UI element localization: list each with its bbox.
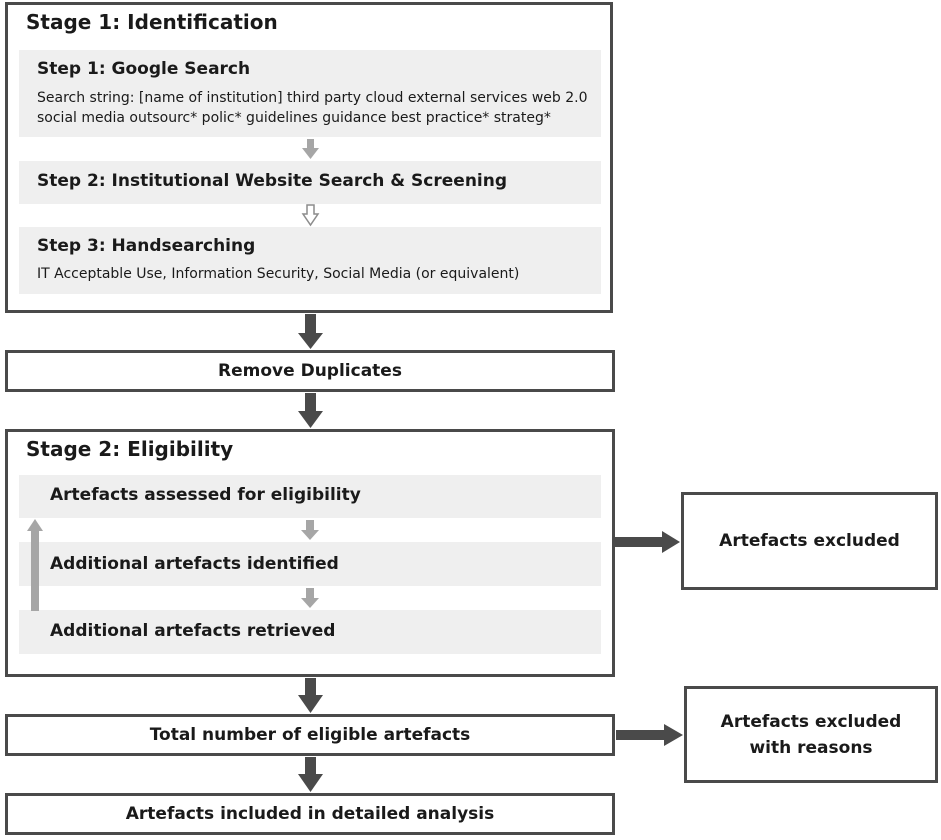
arrow-assessed-to-identified: [301, 520, 319, 540]
step1-panel: [19, 50, 601, 137]
step2-title: Step 2: Institutional Website Search & S…: [37, 171, 508, 191]
remove-duplicates-label: Remove Duplicates: [218, 361, 402, 381]
arrow-stage1-to-duplicates: [298, 314, 323, 349]
included-label: Artefacts included in detailed analysis: [125, 804, 495, 824]
step1-search-string-cont: social media outsourc* polic* guidelines…: [37, 110, 551, 126]
excluded-with-reasons-box: Artefacts excluded with reasons: [684, 686, 938, 783]
eligibility-item-panel: [19, 542, 601, 586]
eligibility-item-retrieved: Additional artefacts retrieved: [50, 621, 336, 641]
excluded-reasons-line1: Artefacts excluded: [720, 711, 902, 732]
total-eligible-label: Total number of eligible artefacts: [149, 725, 471, 745]
eligibility-item-panel: [19, 475, 601, 518]
arrow-step1-to-step2: [302, 139, 319, 159]
arrow-stage2-to-excluded: [615, 531, 680, 553]
step1-title: Step 1: Google Search: [37, 59, 251, 79]
step3-title: Step 3: Handsearching: [37, 236, 256, 256]
arrow-total-to-excluded-reasons: [616, 724, 683, 746]
eligibility-item-identified: Additional artefacts identified: [50, 554, 339, 574]
arrow-total-to-included: [298, 757, 323, 792]
total-eligible-box: Total number of eligible artefacts: [5, 714, 615, 756]
stage2-title: Stage 2: Eligibility: [26, 437, 234, 461]
arrow-identified-to-retrieved: [301, 588, 319, 608]
arrow-step2-to-step3: [301, 204, 320, 227]
arrow-stage2-to-total: [298, 678, 323, 713]
excluded-reasons-line2: with reasons: [749, 737, 873, 758]
arrow-feedback-up: [27, 519, 43, 611]
included-box: Artefacts included in detailed analysis: [5, 793, 615, 835]
step3-desc: IT Acceptable Use, Information Security,…: [37, 266, 520, 282]
eligibility-item-assessed: Artefacts assessed for eligibility: [50, 485, 361, 505]
arrow-duplicates-to-stage2: [298, 393, 323, 428]
remove-duplicates-box: Remove Duplicates: [5, 350, 615, 392]
step1-search-string: Search string: [name of institution] thi…: [37, 90, 588, 106]
artefacts-excluded-box: Artefacts excluded: [681, 492, 938, 590]
eligibility-item-panel: [19, 610, 601, 654]
artefacts-excluded-label: Artefacts excluded: [719, 531, 900, 551]
step2-panel: [19, 161, 601, 204]
step3-panel: [19, 227, 601, 294]
stage1-title: Stage 1: Identification: [26, 10, 278, 34]
